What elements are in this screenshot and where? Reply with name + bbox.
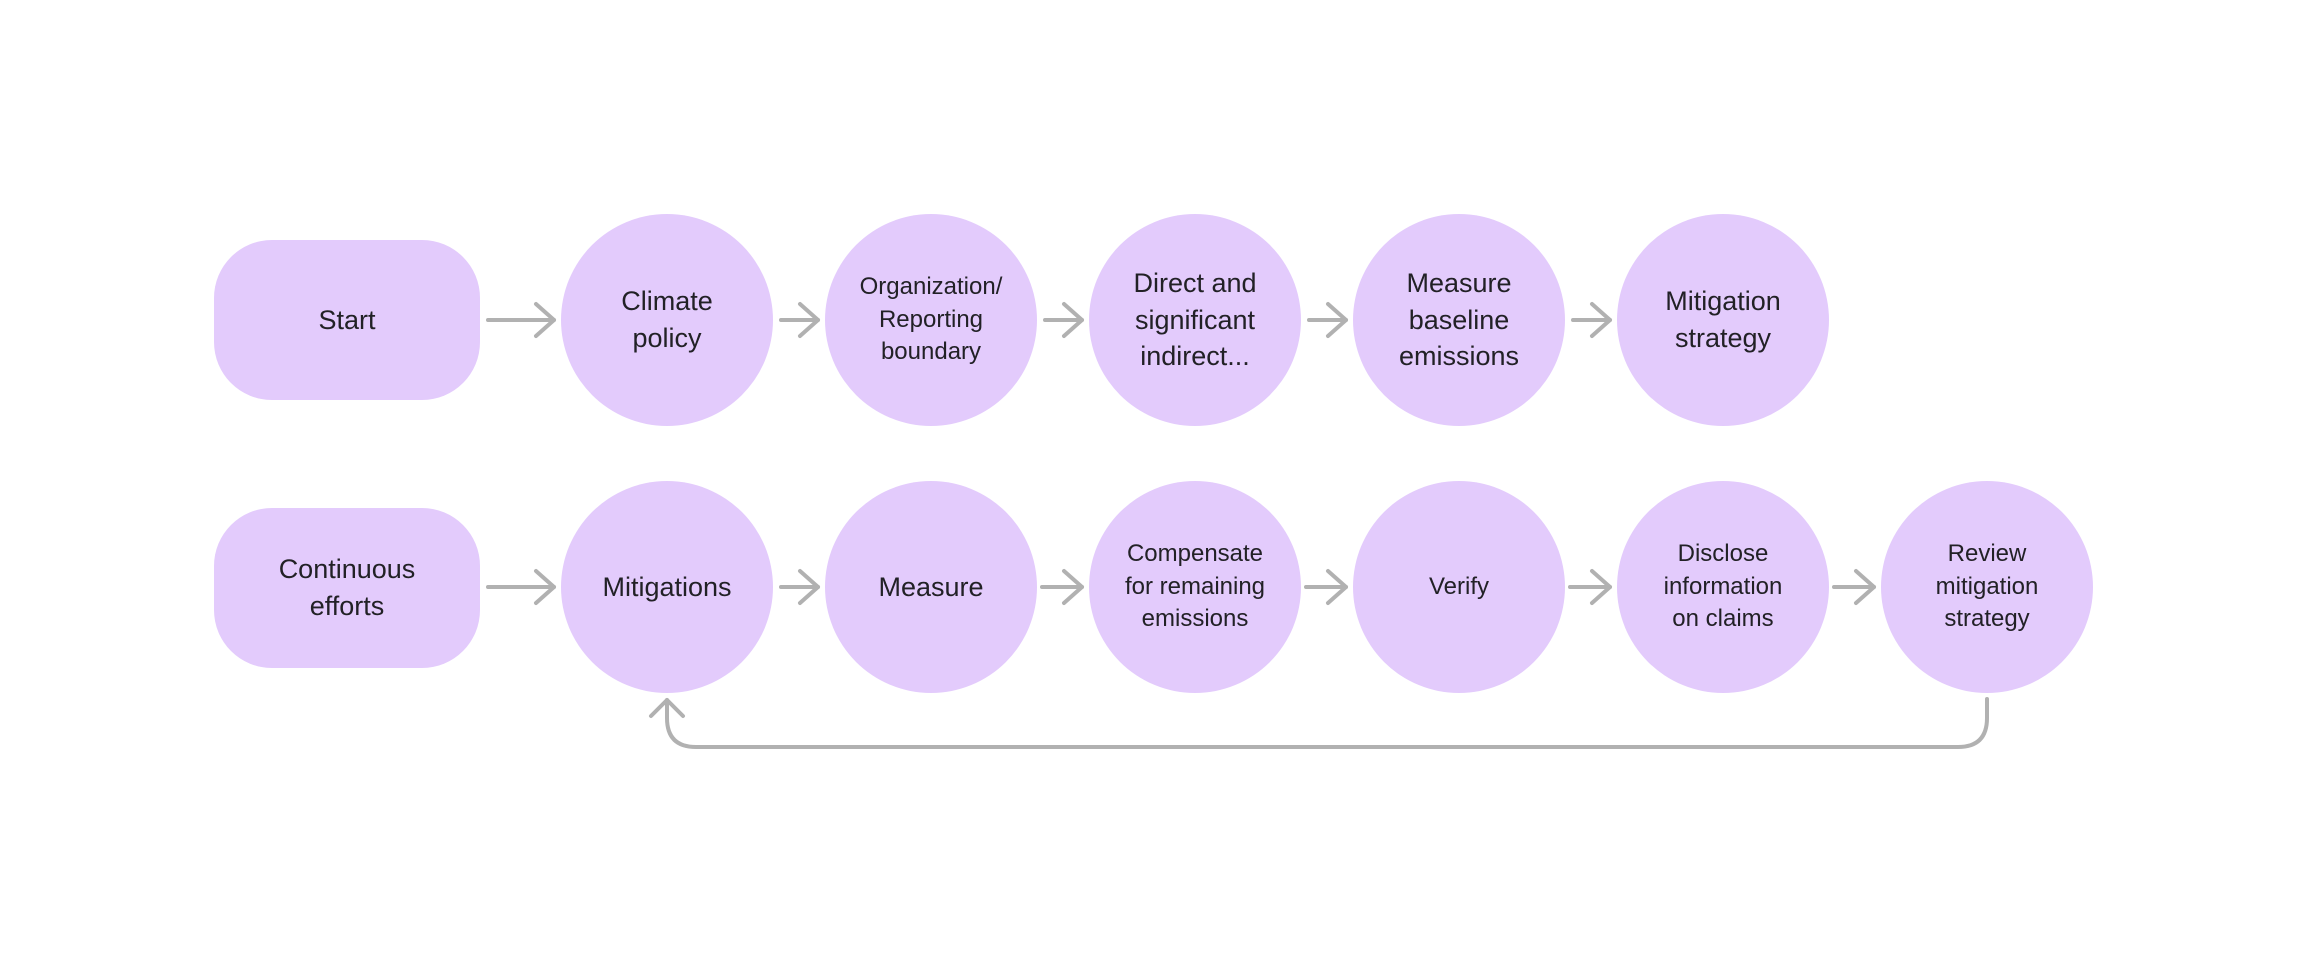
- climate-policy-label: Climate policy: [621, 286, 713, 353]
- start-node: Start: [214, 240, 480, 400]
- mitigation-strategy-label: Mitigation strategy: [1665, 286, 1781, 353]
- mitigations-node: Mitigations: [561, 481, 773, 693]
- arrow-climate-policy-to-organization: [779, 302, 820, 338]
- verify-label: Verify: [1428, 572, 1490, 600]
- measure-label: Measure: [878, 571, 984, 602]
- mitigation-strategy-node: Mitigation strategy: [1617, 214, 1829, 426]
- organization-boundary-label: Organization/ Reporting boundary: [859, 273, 1003, 366]
- arrow-start-to-climate-policy: [486, 302, 556, 338]
- compensate-node: Compensate for remaining emissions: [1089, 481, 1301, 693]
- disclose-label: Disclose information on claims: [1663, 540, 1783, 633]
- arrow-verify-to-disclose: [1568, 569, 1612, 605]
- verify-node: Verify: [1353, 481, 1565, 693]
- arrow-mitigations-to-measure: [779, 569, 820, 605]
- arrow-direct-indirect-to-measure-baseline: [1307, 302, 1348, 338]
- review-node: Review mitigation strategy: [1881, 481, 2093, 693]
- organization-boundary-node: Organization/ Reporting boundary: [825, 214, 1037, 426]
- measure-baseline-label: Measure baseline emissions: [1398, 267, 1520, 372]
- direct-indirect-node: Direct and significant indirect...: [1089, 214, 1301, 426]
- arrow-review-loop-back-to-mitigations: [649, 697, 1989, 749]
- measure-node: Measure: [825, 481, 1037, 693]
- arrow-continuous-efforts-to-mitigations: [486, 569, 556, 605]
- mitigations-label: Mitigations: [602, 571, 732, 602]
- arrow-measure-baseline-to-mitigation-strategy: [1571, 302, 1612, 338]
- start-label: Start: [318, 304, 376, 335]
- arrow-compensate-to-verify: [1304, 569, 1348, 605]
- climate-policy-node: Climate policy: [561, 214, 773, 426]
- compensate-label: Compensate for remaining emissions: [1124, 540, 1266, 633]
- measure-baseline-node: Measure baseline emissions: [1353, 214, 1565, 426]
- arrow-measure-to-compensate: [1040, 569, 1084, 605]
- review-label: Review mitigation strategy: [1935, 540, 2039, 633]
- continuous-efforts-label: Continuous efforts: [278, 554, 416, 621]
- arrow-disclose-to-review: [1832, 569, 1876, 605]
- arrow-organization-to-direct-indirect: [1043, 302, 1084, 338]
- continuous-efforts-node: Continuous efforts: [214, 508, 480, 668]
- direct-indirect-label: Direct and significant indirect...: [1133, 267, 1257, 372]
- disclose-node: Disclose information on claims: [1617, 481, 1829, 693]
